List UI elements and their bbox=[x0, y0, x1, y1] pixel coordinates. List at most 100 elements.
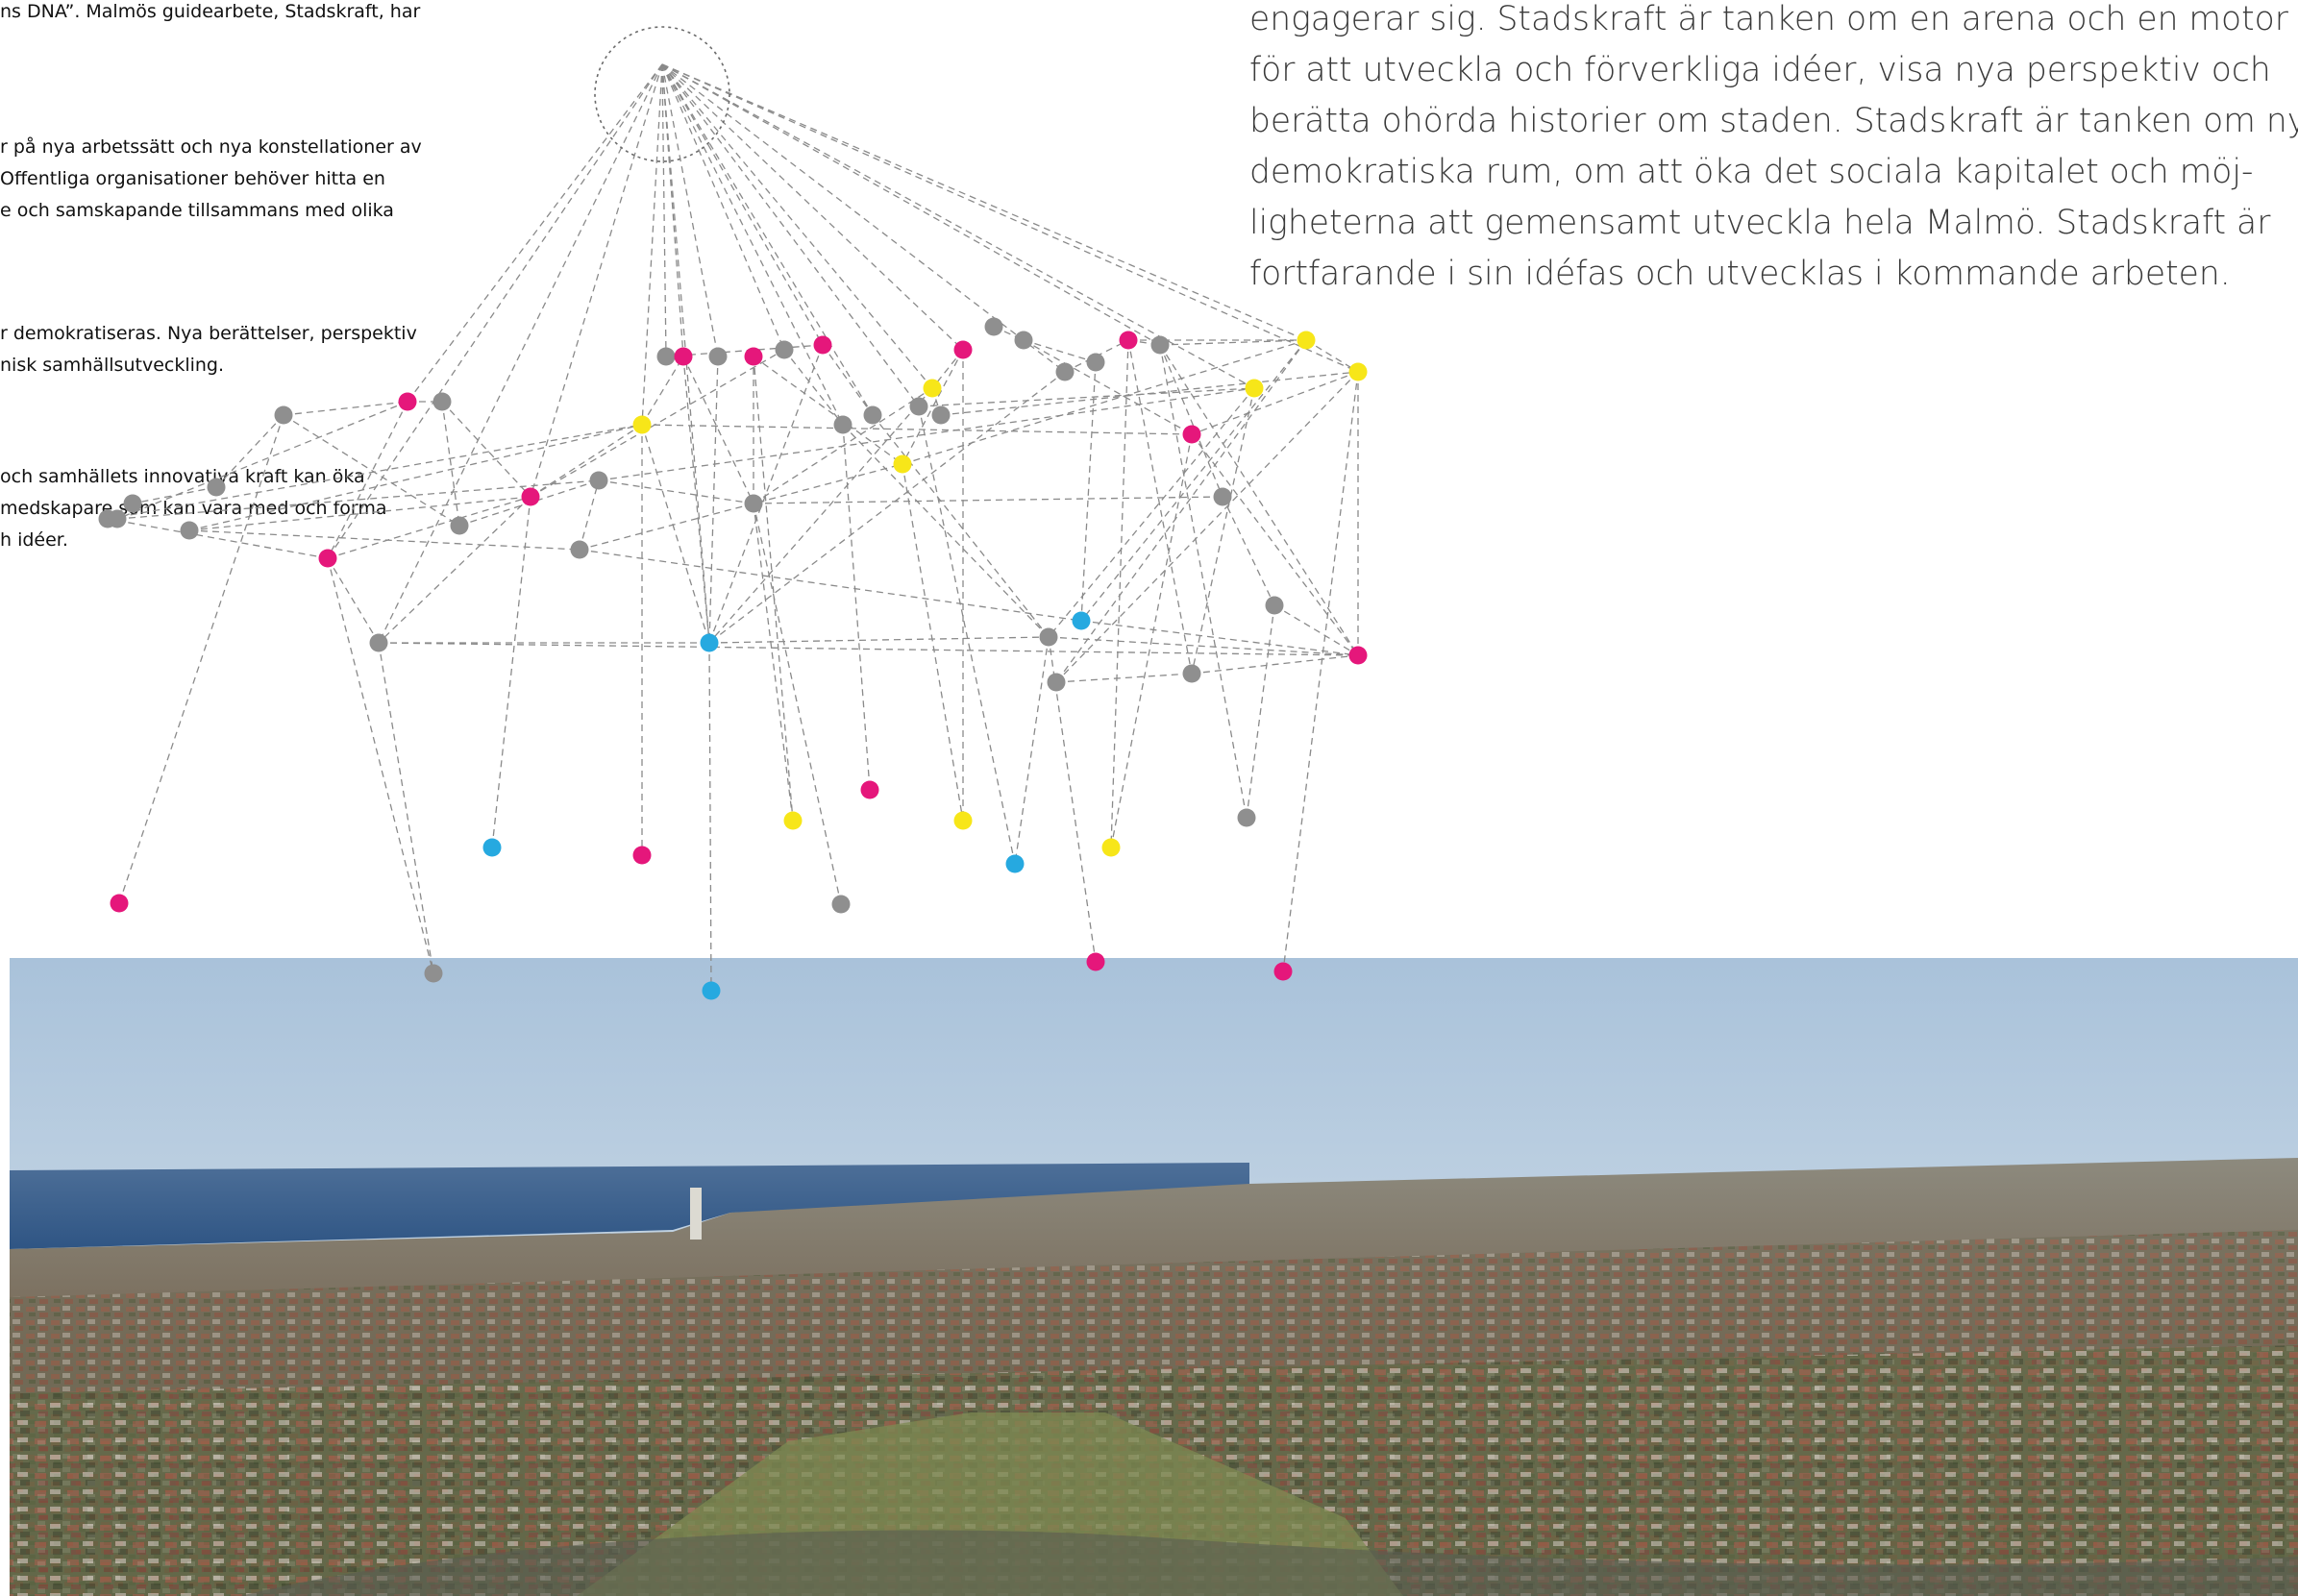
gray-node bbox=[931, 405, 951, 425]
network-edge bbox=[661, 63, 1066, 373]
right-line: fortfarande i sin idéfas och utvecklas i… bbox=[1249, 255, 2231, 293]
network-edge bbox=[116, 401, 408, 520]
network-edge bbox=[188, 496, 531, 531]
yellow-node bbox=[923, 379, 942, 398]
network-edge bbox=[1023, 339, 1097, 363]
network-edge bbox=[753, 503, 794, 822]
magenta-node bbox=[318, 549, 337, 568]
cyan-node bbox=[702, 981, 721, 1000]
network-edge bbox=[1080, 361, 1097, 622]
network-edge bbox=[918, 387, 1255, 407]
left-line: och samhällets innovativa kraft kan öka bbox=[0, 466, 365, 487]
network-edge bbox=[491, 496, 531, 848]
network-edge bbox=[378, 63, 663, 644]
gray-node bbox=[570, 540, 589, 559]
left-paragraph-4: och samhällets innovativa kraft kan öka … bbox=[0, 461, 387, 556]
network-edge bbox=[327, 63, 663, 559]
network-edge bbox=[132, 486, 217, 504]
network-edge bbox=[708, 636, 1050, 644]
gray-node bbox=[274, 405, 293, 425]
network-edge bbox=[661, 63, 844, 426]
gray-node bbox=[833, 415, 852, 434]
network-edge bbox=[1159, 344, 1248, 819]
magenta-node bbox=[744, 347, 763, 366]
gray-node bbox=[1055, 362, 1075, 381]
left-paragraph-1: ns DNA”. Malmös guidearbete, Stadskraft,… bbox=[0, 0, 420, 28]
right-line: för att utveckla och förverkliga idéer, … bbox=[1249, 51, 2271, 89]
network-edge bbox=[327, 557, 434, 974]
network-edge bbox=[327, 557, 380, 644]
network-edge bbox=[579, 463, 903, 551]
network-edge bbox=[1159, 344, 1223, 498]
right-line: ligheterna att gemensamt utveckla hela M… bbox=[1249, 204, 2271, 242]
network-edge bbox=[708, 356, 719, 644]
network-edge bbox=[1014, 636, 1050, 865]
network-edge bbox=[902, 349, 964, 465]
network-edge bbox=[753, 496, 1223, 504]
left-line: r demokratiseras. Nya berättelser, persp… bbox=[0, 323, 417, 344]
magenta-node bbox=[110, 894, 129, 913]
magenta-node bbox=[1086, 952, 1105, 971]
turning-torso-icon bbox=[690, 1188, 702, 1240]
network-edge bbox=[1055, 339, 1307, 683]
gray-node bbox=[123, 494, 142, 513]
gray-node bbox=[108, 509, 127, 528]
network-edge bbox=[1048, 636, 1097, 963]
network-edge bbox=[641, 424, 1193, 435]
gray-node bbox=[863, 405, 882, 425]
yellow-node bbox=[953, 811, 973, 830]
gray-node bbox=[1265, 596, 1284, 615]
network-edge bbox=[753, 356, 903, 465]
network-edge bbox=[753, 356, 794, 822]
network-edge bbox=[1305, 339, 1359, 373]
right-line: berätta ohörda historier om staden. Stad… bbox=[1249, 102, 2298, 140]
network-edge bbox=[641, 63, 663, 426]
network-edge bbox=[378, 496, 531, 644]
gray-node bbox=[1086, 353, 1105, 372]
network-edge bbox=[1222, 496, 1275, 606]
network-edge bbox=[378, 642, 1359, 656]
left-line: ns DNA”. Malmös guidearbete, Stadskraft,… bbox=[0, 1, 421, 22]
network-edge bbox=[1055, 673, 1193, 683]
gray-node bbox=[589, 471, 608, 490]
magenta-node bbox=[860, 780, 879, 799]
network-edge bbox=[579, 479, 600, 551]
network-edge bbox=[753, 387, 933, 504]
gray-node bbox=[180, 521, 199, 540]
network-edges bbox=[107, 63, 1359, 992]
network-edge bbox=[661, 63, 1307, 341]
network-edge bbox=[641, 424, 710, 644]
gray-node bbox=[656, 347, 676, 366]
roads-foreground bbox=[240, 1530, 2298, 1596]
gray-node bbox=[1213, 487, 1232, 506]
network-edge bbox=[902, 339, 1307, 465]
network-edge bbox=[441, 401, 531, 498]
cyan-node bbox=[1005, 854, 1025, 873]
gray-node bbox=[831, 895, 851, 914]
network-edge bbox=[188, 529, 581, 551]
yellow-node bbox=[1297, 331, 1316, 350]
network-edge bbox=[441, 401, 460, 527]
network-edge bbox=[1191, 654, 1359, 675]
yellow-node bbox=[1245, 379, 1264, 398]
network-edge bbox=[530, 349, 785, 498]
network-edge bbox=[1159, 344, 1359, 656]
network-edge bbox=[1080, 620, 1359, 656]
magenta-node bbox=[521, 487, 540, 506]
gray-node bbox=[369, 633, 388, 652]
magenta-node bbox=[1119, 331, 1138, 350]
network-edge bbox=[1048, 636, 1359, 656]
network-edge bbox=[283, 401, 408, 416]
left-paragraph-2: r på nya arbetssätt och nya konstellatio… bbox=[0, 132, 422, 227]
hub-circle bbox=[594, 26, 730, 162]
network-edge bbox=[1055, 371, 1359, 683]
network-edge bbox=[918, 405, 1016, 865]
network-edge bbox=[661, 63, 785, 351]
gray-node bbox=[450, 516, 469, 535]
network-edge bbox=[661, 63, 667, 357]
network-edge bbox=[708, 344, 824, 644]
network-edge bbox=[708, 387, 933, 644]
network-edge bbox=[842, 424, 1050, 638]
network-edge bbox=[1246, 604, 1275, 819]
network-edge bbox=[327, 401, 408, 559]
